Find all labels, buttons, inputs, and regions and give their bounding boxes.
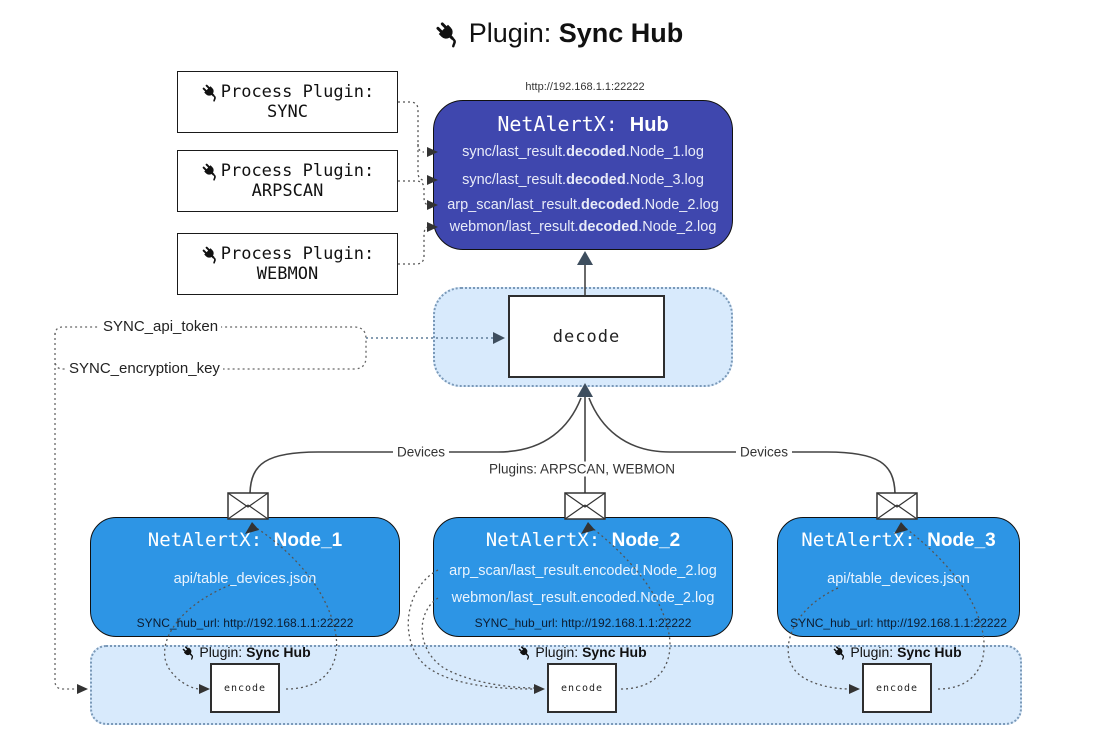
sync-encryption-key-label: SYNC_encryption_key [66,360,223,377]
hub-title: NetAlertX: Hub [497,112,669,136]
node-hub-url: SYNC_hub_url: http://192.168.1.1:22222 [136,616,354,630]
hub-log-line: sync/last_result.decoded.Node_3.log [462,172,704,188]
process-plugin-box-arpscan: Process Plugin: ARPSCAN [177,150,398,212]
sync-connector [398,101,425,181]
node-file-line: arp_scan/last_result.encoded.Node_2.log [449,563,717,579]
node-file-line: webmon/last_result.encoded.Node_2.log [451,590,715,606]
envelope-icon [564,492,606,520]
hub-log-line: sync/last_result.decoded.Node_1.log [462,144,704,160]
process-plugin-label: Process Plugin: [220,244,375,264]
plug-icon [201,245,220,264]
edge-label-devices-right: Devices [735,444,793,460]
hub-box: NetAlertX: Hub sync/last_result.decoded.… [433,100,733,250]
edge-label-devices-left: Devices [392,444,450,460]
node-hub-url: SYNC_hub_url: http://192.168.1.1:22222 [474,616,692,630]
hub-log-line: arp_scan/last_result.decoded.Node_2.log [447,197,719,213]
arrowhead-icon [577,251,593,265]
node-box-node1: NetAlertX: Node_1 api/table_devices.json… [90,517,400,637]
node-file-line: api/table_devices.json [827,571,970,587]
arrowhead-icon [77,684,88,694]
hub-log-line: webmon/last_result.decoded.Node_2.log [449,219,717,235]
edge-label-plugins: Plugins: ARPSCAN, WEBMON [484,461,680,477]
key-vertical-line [54,333,78,690]
node-box-node2: NetAlertX: Node_2 arp_scan/last_result.e… [433,517,733,637]
process-plugin-label: Process Plugin: [220,82,375,102]
plug-icon [517,645,532,660]
process-plugin-name: SYNC [267,102,308,122]
plug-icon [832,645,847,660]
envelope-icon [876,492,918,520]
plug-icon [434,20,462,48]
arpscan-connector [398,180,430,206]
plug-icon [201,83,220,102]
process-plugin-name: ARPSCAN [251,181,324,201]
encoder-label: Plugin: Sync Hub [181,644,311,660]
node-hub-url: SYNC_hub_url: http://192.168.1.1:22222 [790,616,1007,630]
webmon-connector [398,226,430,265]
envelope-icon [227,492,269,520]
encoder-label: Plugin: Sync Hub [832,644,962,660]
envelope-icons [227,492,918,520]
encoder-label: Plugin: Sync Hub [517,644,647,660]
process-plugin-label: Process Plugin: [220,161,375,181]
process-plugin-box-webmon: Process Plugin: WEBMON [177,233,398,295]
node-title: NetAlertX: Node_1 [147,529,343,551]
node-file-line: api/table_devices.json [173,571,317,587]
node-title: NetAlertX: Node_2 [485,529,681,551]
process-plugin-name: WEBMON [256,264,319,284]
encode-box: encode [547,663,617,713]
sync-api-token-label: SYNC_api_token [100,318,222,335]
node-box-node3: NetAlertX: Node_3 api/table_devices.json… [777,517,1020,637]
page-title: Plugin: Sync Hub [0,18,1117,49]
plug-icon [181,645,196,660]
process-plugin-box-sync: Process Plugin: SYNC [177,71,398,133]
node-title: NetAlertX: Node_3 [801,529,996,551]
sync-connector-branch [417,143,425,153]
encode-box: encode [210,663,280,713]
node-to-decode-curves [249,397,896,494]
plug-icon [201,162,220,181]
encode-box: encode [862,663,932,713]
hub-url-label: http://192.168.1.1:22222 [525,81,645,93]
plugin-to-hub-connectors [398,101,430,265]
decode-box: decode [508,295,665,378]
